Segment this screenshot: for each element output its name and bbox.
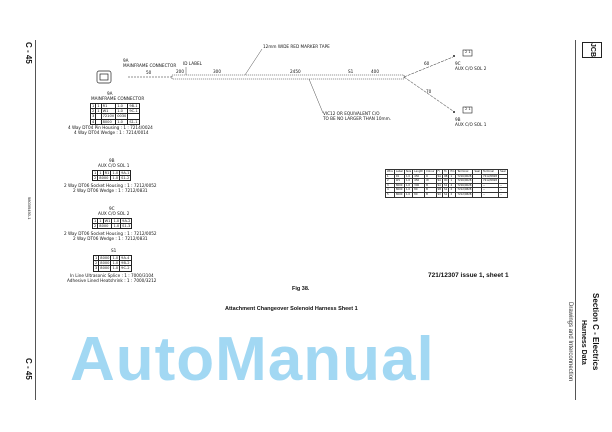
dim: 2450 bbox=[290, 69, 301, 74]
conn-9b-code: 2 1 bbox=[465, 107, 471, 111]
harness-bundle bbox=[171, 74, 405, 80]
dim: S1 bbox=[348, 69, 354, 74]
figure-caption: Attachment Changeover Solenoid Harness S… bbox=[225, 306, 358, 312]
right-rule bbox=[575, 40, 576, 400]
dim: 300 bbox=[213, 69, 221, 74]
dim: 70 bbox=[426, 89, 432, 94]
ts1-note: In Line Ultrasonic Splice : 1 : 7000/310… bbox=[70, 273, 154, 278]
t9a-note: 4 Way DT04 Wedge : 1 : 7214/0014 bbox=[74, 130, 149, 135]
table-cell: Colour bbox=[424, 169, 437, 175]
table-cell: 7212/0828 bbox=[455, 192, 474, 198]
table-cell: -- bbox=[498, 192, 508, 198]
conn-9a-id: 9A bbox=[123, 58, 129, 63]
table-cell: 7216/0028 bbox=[455, 173, 474, 180]
conn-9c-code: 2 1 bbox=[465, 50, 471, 54]
watermark: AutoManual bbox=[70, 325, 435, 394]
conn-9c-id: 9C bbox=[455, 61, 461, 66]
ts1-id: S1 bbox=[111, 248, 117, 253]
t9b-name: AUX C/O SOL 1 bbox=[98, 163, 130, 168]
dim: 400 bbox=[371, 69, 379, 74]
id-label: ID LABEL bbox=[183, 61, 202, 66]
t9b-note: 2 Way DT06 Wedge : 1 : 7212/0831 bbox=[73, 188, 148, 193]
dim: 60 bbox=[424, 61, 430, 66]
branch-9b bbox=[403, 76, 454, 112]
table-cell: 7212/0828 bbox=[480, 173, 500, 180]
t9a-id: 9A bbox=[107, 91, 113, 96]
vic-leader bbox=[308, 78, 324, 114]
t9a-note: 4 Way DT04 Pin Housing : 1 : 7214/0024 bbox=[68, 125, 153, 130]
table-cell: 7212/0828 bbox=[480, 178, 500, 184]
t9a-name: MAINFRAME CONNECTOR bbox=[91, 96, 145, 101]
branch-9c bbox=[403, 56, 454, 78]
table-cell: B bbox=[424, 192, 437, 198]
table-cell: Length bbox=[412, 169, 426, 175]
table-cell: 2 bbox=[448, 192, 457, 198]
conn-9c-name: AUX C/O SOL 2 bbox=[455, 66, 487, 71]
sheet-reference: 721/12307 issue 1, sheet 1 bbox=[428, 272, 509, 279]
table-cell: -- bbox=[480, 192, 500, 198]
vic-note-2: TO BE NO LARGER THAN 10mm. bbox=[323, 116, 391, 121]
dim: 200 bbox=[176, 69, 184, 74]
left-rule bbox=[35, 40, 36, 400]
connector-9a-icon bbox=[96, 70, 112, 84]
vic-note-1: VIC12 OR EQUIVALENT C/O bbox=[323, 111, 380, 116]
table-cell: 7212/0828 bbox=[455, 187, 474, 193]
t9c-note: 2 Way DT06 Socket Housing : 1 : 7212/005… bbox=[64, 231, 157, 236]
table-cell: S1 bbox=[441, 192, 450, 198]
table-cell: 5 bbox=[385, 192, 395, 198]
connector-9c-icon bbox=[462, 49, 473, 57]
table-cell: 1.0 bbox=[403, 192, 414, 198]
conn-9b-name: AUX C/O SOL 1 bbox=[455, 122, 487, 127]
figure-number: Fig 38. bbox=[292, 286, 310, 292]
conn-9a-name: MAINFRAME CONNECTOR bbox=[123, 63, 177, 68]
t9b-id: 9B bbox=[109, 158, 115, 163]
marker-tape-label: 12mm WIDE RED MARKER TAPE bbox=[263, 44, 330, 49]
table-cell bbox=[472, 192, 482, 198]
conn-9b-id: 9B bbox=[455, 117, 461, 122]
dim: 50 bbox=[146, 70, 152, 75]
t9b-note: 2 Way DT06 Socket Housing : 1 : 7212/005… bbox=[64, 183, 157, 188]
t9c-note: 2 Way DT06 Wedge : 1 : 7212/0831 bbox=[73, 236, 148, 241]
ts1-note: Adhesive Lined Heatshrink : 1 : 7000/321… bbox=[67, 278, 157, 283]
terminal-9b bbox=[453, 111, 455, 113]
table-cell: 7216/0028 bbox=[455, 178, 474, 184]
t9c-id: 9C bbox=[109, 206, 115, 211]
table-cell: 8000 bbox=[393, 192, 405, 198]
tape-leader bbox=[244, 48, 263, 76]
terminal-9c bbox=[453, 55, 455, 57]
table-cell: 80 bbox=[412, 192, 426, 198]
t9c-name: AUX C/O SOL 2 bbox=[98, 211, 130, 216]
connector-9b-icon bbox=[462, 106, 473, 114]
